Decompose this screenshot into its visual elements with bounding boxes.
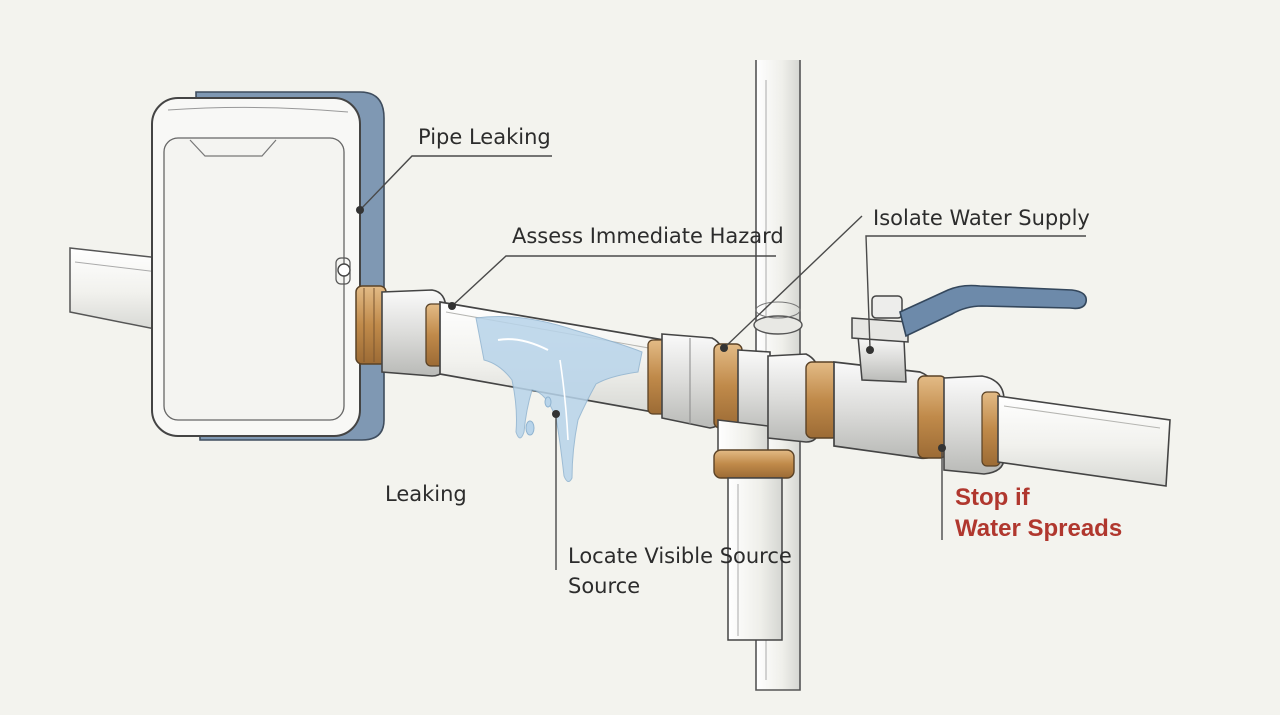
leader-lines <box>359 155 1086 570</box>
leader-assess <box>451 255 776 307</box>
label-assess-hazard: Assess Immediate Hazard <box>512 224 784 248</box>
leader-dots <box>356 206 946 452</box>
label-stop-warning: Stop if Water Spreads <box>955 482 1122 544</box>
tee-fitting <box>647 333 839 641</box>
left-inlet-pipe <box>69 247 161 331</box>
label-leaking: Leaking <box>385 482 467 506</box>
leader-isolate-valve <box>865 235 1086 349</box>
label-pipe-leaking: Pipe Leaking <box>418 125 551 149</box>
box-outlet-coupling <box>355 285 447 377</box>
water-leak-icon <box>475 316 643 482</box>
meter-box-icon <box>151 91 385 441</box>
leader-pipe-leaking <box>359 155 552 211</box>
label-locate-source: Locate Visible Source Source <box>568 542 792 602</box>
label-locate-line2: Source <box>568 573 641 598</box>
leader-isolate-left <box>723 215 863 349</box>
label-stop-line2: Water Spreads <box>955 515 1123 543</box>
label-locate-line1: Locate Visible Source <box>568 544 792 568</box>
label-stop-line1: Stop if <box>955 484 1030 511</box>
outlet-pipe <box>997 395 1171 487</box>
label-isolate-supply: Isolate Water Supply <box>873 206 1090 230</box>
